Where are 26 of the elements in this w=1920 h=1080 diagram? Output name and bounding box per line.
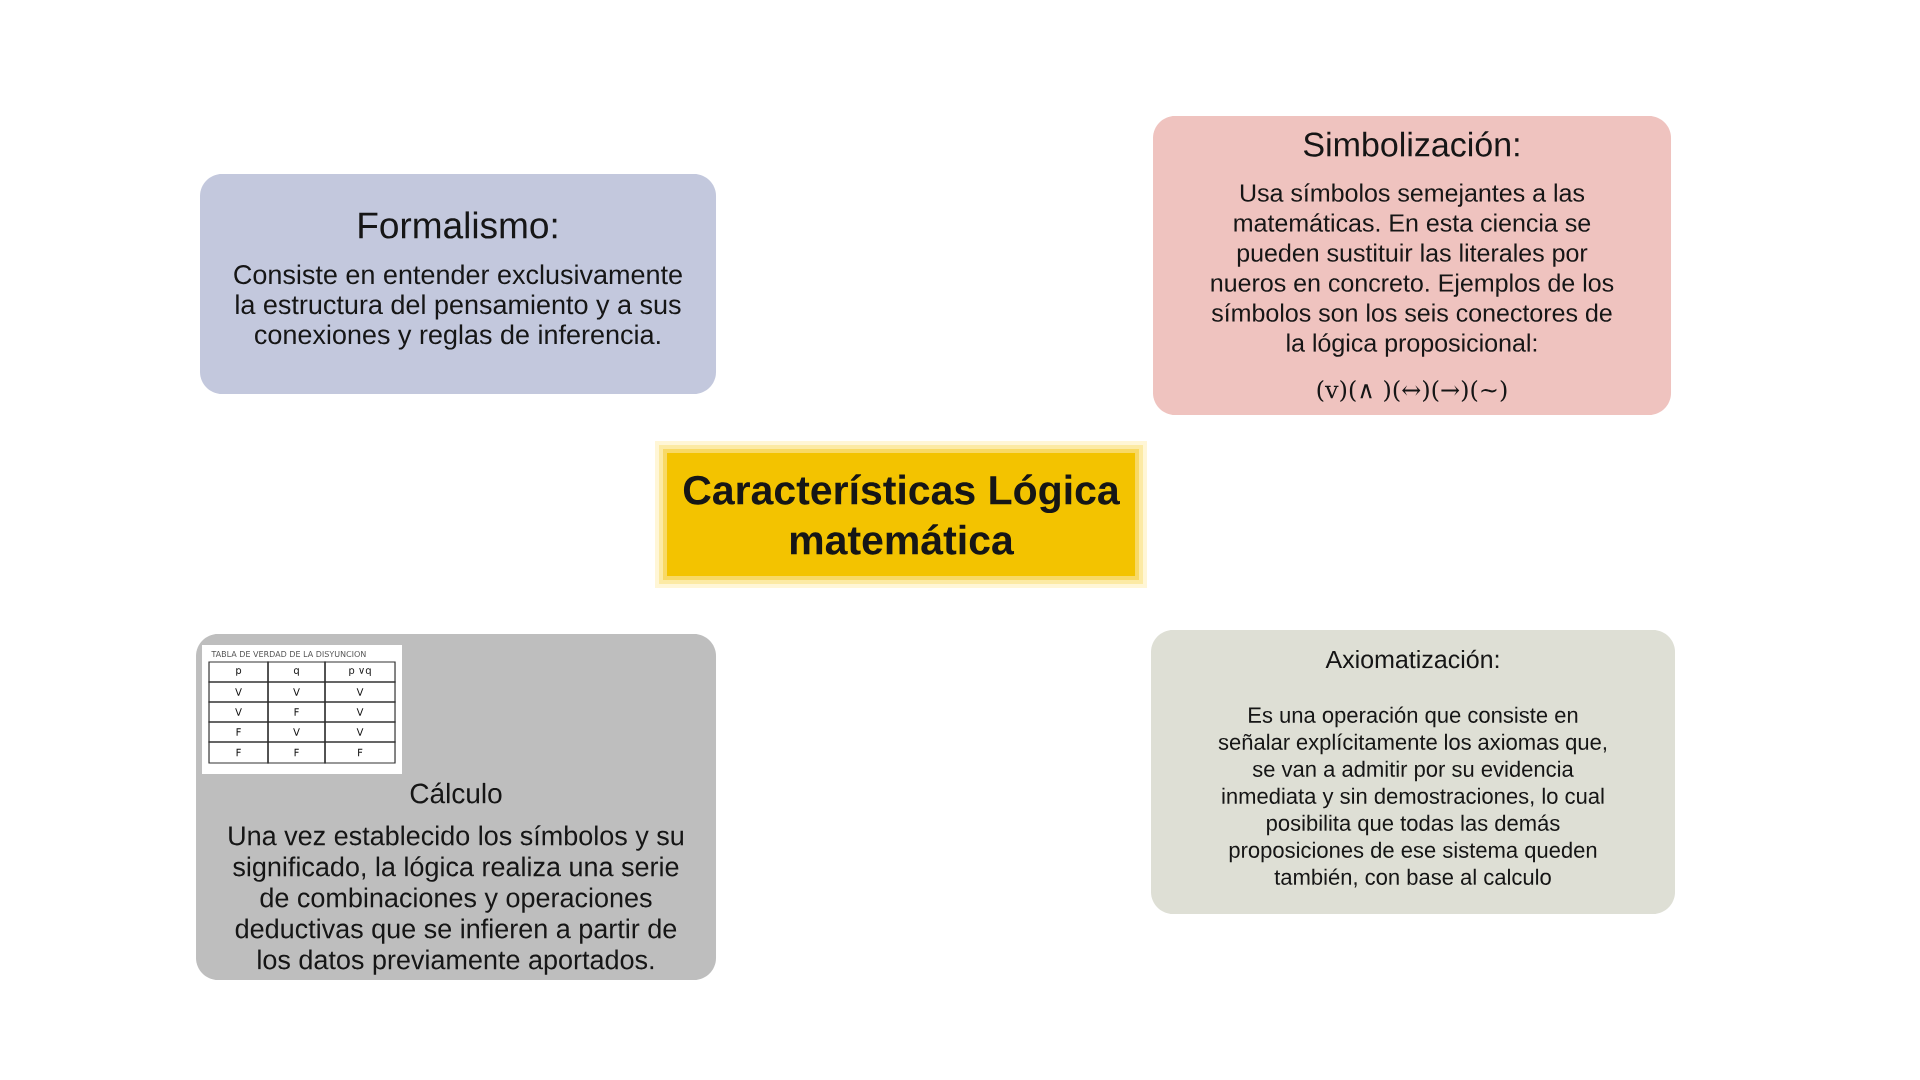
table-cell: V	[324, 701, 396, 723]
table-cell: F	[208, 721, 269, 743]
card-text: Una vez establecido los símbolos y su significado, la lógica realiza una serie de combinaciones y operaciones deductivas que se infieren a partir de los datos previamente aportados.	[229, 825, 683, 975]
table-cell: V	[324, 681, 396, 703]
table-cell: V	[324, 721, 396, 743]
card-heading: Cálculo	[410, 782, 502, 804]
table-cell: V	[267, 721, 326, 743]
card-text: Es una operación que consiste en señalar explícitamente los axiomas que, se van a admitir por su evidencia inmediata y sin demostraciones, lo cual posibilita que todas las demás proposiciones de ese sistema queden también, con base al calculo	[1218, 706, 1606, 888]
card-text: Consiste en entender exclusivamente la estructura del pensamiento y a sus conexiones y reglas de inferencia.	[234, 264, 682, 350]
topic-box: Características Lógica matemática	[655, 441, 1147, 588]
table-cell: q	[267, 661, 326, 683]
table-cell: p	[208, 661, 269, 683]
connector-symbols: (v)(∧ )(↔)(→)(~)	[1317, 380, 1507, 402]
table-cell: V	[267, 681, 326, 703]
card-heading: Simbolización:	[1303, 131, 1519, 157]
card-heading: Axiomatización:	[1325, 649, 1499, 669]
table-cell: V	[208, 681, 269, 703]
card-heading: Formalismo:	[359, 211, 557, 239]
table-cell: F	[208, 741, 269, 764]
table-cell: F	[267, 741, 326, 764]
table-cell: F	[267, 701, 326, 723]
table-cell: p ∨q	[324, 661, 396, 683]
card-text: Usa símbolos semejantes a las matemáticas. En esta ciencia se pueden sustituir las literales por nueros en concreto. Ejemplos de los símbolos son los seis conectores de la lógica proposicional:	[1211, 183, 1614, 357]
table-title: TABLA DE VERDAD DE LA DISYUNCION	[211, 651, 366, 658]
table-cell: F	[324, 741, 396, 764]
table-cell: V	[208, 701, 269, 723]
